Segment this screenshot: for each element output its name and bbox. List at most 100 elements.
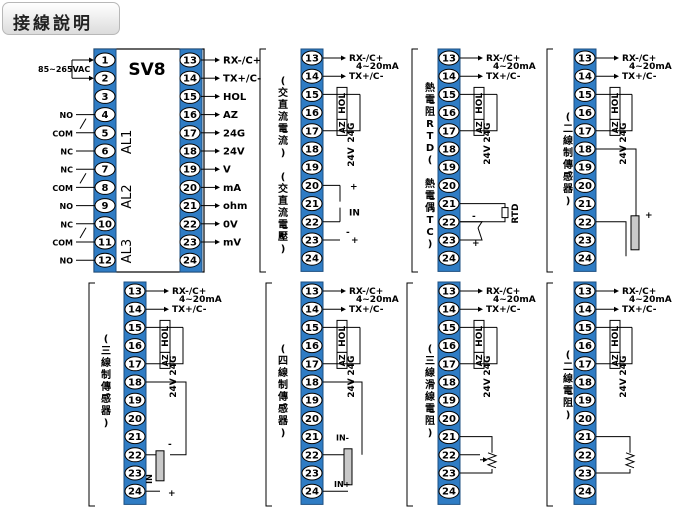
panel-4wire-az-box (336, 351, 348, 369)
right-arrow-17-head (215, 130, 220, 136)
panel-4wire-terminal-17-number: 17 (305, 359, 319, 370)
panel-rtd-tc-bracket (411, 48, 418, 273)
panel-2wire-res-24g: 24G (619, 356, 629, 376)
panel-2wire-res-terminal-19 (574, 392, 596, 408)
panel-3wire-pot-terminal-23-number: 23 (442, 469, 456, 480)
main-left-terminal-strip (93, 48, 117, 273)
right-arrow-18-head (215, 148, 220, 154)
panel-ac-dc-caption-char: 壓 (278, 231, 288, 243)
panel-2wire-sensor-body (630, 215, 640, 251)
contact-label-11: COM (52, 239, 73, 248)
panel-2wire-current-label: 4~20mA (629, 62, 672, 72)
left-terminal-8-number: 8 (102, 183, 109, 194)
panel-3wire-pot-wire-21 (460, 436, 493, 453)
panel-3wire-pot-wiper-head (483, 457, 488, 463)
panel-2wire-caption-char: ) (566, 196, 571, 207)
panel-rtd-tc-caption-char: T (427, 215, 434, 226)
panel-rtd-tc-terminal-15 (438, 86, 460, 102)
panel-ac-dc-caption-char: 直 (278, 194, 288, 207)
panel-2wire-terminal-24 (574, 250, 596, 266)
panel-4wire-terminal-13 (301, 283, 323, 299)
panel-4wire-rx-label: RX-/C+ (349, 287, 383, 297)
panel-4wire-terminal-18 (301, 374, 323, 390)
panel-rtd-tc-terminal-14 (438, 68, 460, 84)
panel-2wire-terminal-23-number: 23 (578, 236, 592, 247)
panel-4wire-wire-17 (323, 327, 361, 365)
panel-2wire-terminal-15-number: 15 (578, 90, 592, 101)
panel-rtd-tc-caption-char: 阻 (425, 106, 435, 118)
panel-rtd-tc-terminal-19 (438, 159, 460, 175)
panel-rtd-tc-24v: 24V (483, 145, 493, 165)
panel-4wire-terminal-19 (301, 392, 323, 408)
right-label-13: RX-/C+ (223, 56, 261, 67)
panel-3wire-pot-caption-char: 線 (425, 390, 435, 403)
panel-3wire-pot-terminal-22 (438, 447, 460, 463)
panel-4wire-terminal-22-number: 22 (305, 450, 319, 461)
panel-2wire-terminal-22 (574, 214, 596, 230)
left-terminal-5-number: 5 (102, 128, 109, 139)
panel-3wire-terminal-23 (124, 465, 146, 481)
relay-switch-4 (79, 118, 87, 130)
panel-rtd-tc-terminal-13 (438, 50, 460, 66)
panel-ac-dc-terminal-16-number: 16 (305, 108, 319, 119)
panel-rtd-tc-terminal-14-number: 14 (442, 72, 456, 83)
right-terminal-13-number: 13 (183, 56, 197, 67)
panel-ac-dc-terminal-14-number: 14 (305, 72, 319, 83)
panel-4wire-in-minus: IN- (336, 434, 349, 443)
panel-3wire-24v: 24V (169, 378, 179, 398)
left-terminal-7-number: 7 (102, 165, 109, 176)
panel-rtd-tc-terminal-21-number: 21 (442, 199, 456, 210)
panel-3wire-terminal-14-number: 14 (128, 305, 142, 316)
right-terminal-23 (179, 234, 201, 250)
panel-2wire-rx-label: RX-/C+ (622, 54, 656, 64)
panel-4wire-bracket (265, 282, 272, 507)
panel-ac-dc-terminal-21-number: 21 (305, 199, 319, 210)
panel-ac-dc-terminal-18 (301, 141, 323, 157)
right-arrow-15-head (215, 93, 220, 99)
panel-2wire-tx-arrow-head (614, 73, 619, 79)
panel-3wire-sensor-body (155, 450, 165, 482)
panel-4wire-sensor-body (343, 448, 353, 486)
panel-3wire-wire-17 (146, 327, 184, 365)
panel-3wire-terminal-19 (124, 392, 146, 408)
panel-4wire-terminal-14 (301, 301, 323, 317)
right-label-15: HOL (223, 92, 247, 103)
relay-switch-10 (79, 227, 87, 239)
panel-3wire-terminal-17-number: 17 (128, 359, 142, 370)
panel-3wire-pot-caption-char: ( (428, 344, 433, 355)
panel-4wire-24g: 24G (347, 356, 357, 376)
right-terminal-20 (179, 179, 201, 195)
panel-rtd-tc-24g: 24G (483, 123, 493, 143)
panel-4wire-terminal-17 (301, 356, 323, 372)
panel-ac-dc-az-box (336, 118, 348, 136)
panel-2wire-terminal-20-number: 20 (578, 181, 592, 192)
right-label-20: mA (223, 183, 241, 194)
panel-3wire-plus: + (168, 489, 176, 499)
panel-ac-dc-24v: 24V (347, 147, 357, 167)
panel-2wire-res-rx-label: RX-/C+ (622, 287, 656, 297)
panel-rtd-tc-caption-char: 熱 (425, 81, 435, 94)
panel-2wire-wire-22 (596, 221, 627, 257)
panel-3wire-rx-label: RX-/C+ (172, 287, 206, 297)
panel-3wire-pot-terminal-24 (438, 483, 460, 499)
panel-ac-dc-caption-char: 電 (278, 219, 288, 231)
panel-rtd-tc-terminal-20 (438, 177, 460, 193)
panel-2wire-res-terminal-19-number: 19 (578, 396, 592, 407)
right-terminal-16 (179, 107, 201, 123)
panel-rtd-tc-terminal-23 (438, 232, 460, 248)
panel-2wire-caption-char: ( (566, 112, 571, 123)
panel-rtd-tc-rx-arrow-head (478, 55, 483, 61)
panel-2wire-res-terminal-16-number: 16 (578, 341, 592, 352)
panel-2wire-terminal-21-number: 21 (578, 199, 592, 210)
panel-2wire-res-terminal-17 (574, 356, 596, 372)
panel-4wire-caption-char: 感 (278, 402, 288, 415)
panel-4wire-current-label: 4~20mA (356, 295, 399, 305)
panel-2wire-res-rx-arrow-head (614, 288, 619, 294)
right-terminal-14 (179, 70, 201, 86)
panel-3wire-pot-terminal-13 (438, 283, 460, 299)
panel-3wire-pot-wire-23 (460, 469, 493, 474)
right-terminal-16-number: 16 (183, 110, 197, 121)
panel-2wire-24g: 24G (619, 123, 629, 143)
panel-ac-dc-bracket (259, 48, 266, 273)
